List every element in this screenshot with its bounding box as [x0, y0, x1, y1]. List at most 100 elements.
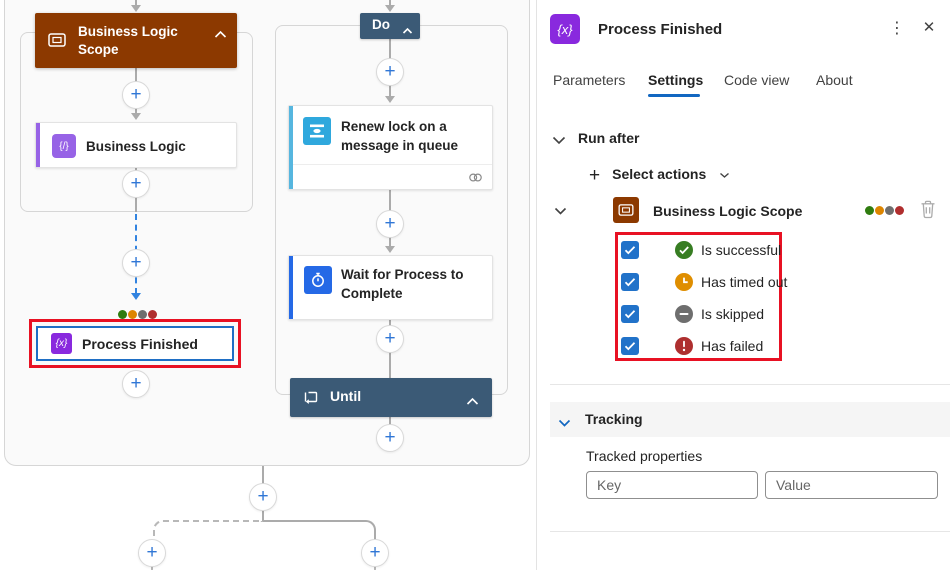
tracking-section-header[interactable]: Tracking — [550, 402, 950, 437]
tab-settings[interactable]: Settings — [648, 72, 704, 88]
chevron-down-icon[interactable] — [554, 203, 567, 221]
business-logic-title: Business Logic — [86, 139, 186, 154]
section-divider — [550, 384, 950, 385]
business-logic-scope-node[interactable]: Business Logic Scope — [35, 13, 237, 68]
insert-step-button[interactable]: + — [376, 58, 404, 86]
renew-lock-node[interactable]: Renew lock on a message in queue — [288, 105, 493, 190]
select-actions-dropdown[interactable]: +Select actions — [589, 165, 730, 187]
chevron-down-icon — [719, 172, 729, 178]
insert-step-button[interactable]: + — [122, 370, 150, 398]
annotation-highlight-box — [615, 232, 782, 361]
dot-skipped — [138, 310, 147, 319]
checkbox-has-failed[interactable] — [621, 337, 639, 360]
business-logic-icon: {/} — [52, 134, 76, 158]
timeout-clock-icon — [675, 273, 693, 296]
branch-connector-dashed — [153, 520, 263, 544]
delay-clock-icon — [304, 266, 332, 294]
tracked-properties-label: Tracked properties — [586, 448, 703, 464]
success-icon — [675, 241, 693, 264]
do-label: Do — [372, 17, 390, 32]
section-divider — [550, 531, 950, 532]
failed-icon — [675, 337, 693, 360]
delete-icon[interactable] — [919, 199, 937, 224]
connector-arrowhead — [131, 113, 141, 120]
business-logic-node[interactable]: {/} Business Logic — [35, 122, 237, 168]
status-label: Has timed out — [701, 274, 788, 290]
chevron-down-icon — [558, 415, 571, 433]
panel-title: Process Finished — [598, 21, 723, 38]
tab-code-view[interactable]: Code view — [724, 72, 790, 88]
wait-title: Wait for Process to Complete — [341, 267, 464, 301]
workflow-canvas: Business Logic Scope {/} Business Logic … — [4, 0, 537, 570]
chevron-up-icon[interactable] — [466, 393, 479, 411]
tracked-value-input[interactable] — [765, 471, 938, 499]
card-accent — [289, 106, 293, 189]
tracking-heading: Tracking — [585, 411, 643, 427]
chevron-down-icon[interactable] — [552, 132, 566, 150]
dot-failed — [148, 310, 157, 319]
branch-connector — [263, 520, 376, 544]
dot-success — [118, 310, 127, 319]
card-accent — [289, 256, 293, 319]
card-accent — [36, 123, 40, 167]
connector-line — [262, 511, 264, 522]
run-after-arrowhead — [131, 293, 141, 300]
insert-step-button[interactable]: + — [376, 325, 404, 353]
connector-line — [151, 567, 153, 570]
more-options-icon[interactable]: ⋮ — [889, 20, 905, 37]
run-after-action-name[interactable]: Business Logic Scope — [653, 203, 803, 219]
run-after-status-dots — [865, 206, 904, 215]
until-label: Until — [330, 388, 362, 404]
connector-line — [389, 0, 391, 6]
dot-failed — [895, 206, 904, 215]
service-bus-icon — [303, 117, 331, 145]
dot-success — [865, 206, 874, 215]
process-finished-title: Process Finished — [82, 336, 198, 352]
run-after-heading[interactable]: Run after — [578, 130, 640, 146]
connector-line — [374, 567, 376, 570]
tab-about[interactable]: About — [816, 72, 853, 88]
checkbox-is-skipped[interactable] — [621, 305, 639, 328]
process-finished-node[interactable]: {x} Process Finished — [36, 326, 234, 361]
annotation-highlight-box — [29, 319, 241, 368]
card-footer — [293, 164, 492, 189]
insert-step-button[interactable]: + — [122, 81, 150, 109]
insert-step-button[interactable]: + — [376, 424, 404, 452]
connector-arrowhead — [385, 5, 395, 12]
do-loop-header[interactable]: Do — [360, 13, 420, 39]
insert-step-button[interactable]: + — [122, 249, 150, 277]
checkbox-has-timed-out[interactable] — [621, 273, 639, 296]
variable-icon: {x} — [550, 14, 580, 44]
loop-icon — [303, 390, 319, 409]
tracked-key-input[interactable] — [586, 471, 758, 499]
dot-timedout — [128, 310, 137, 319]
chevron-up-icon[interactable] — [214, 26, 227, 44]
connector-arrowhead — [385, 96, 395, 103]
connector-arrowhead — [131, 5, 141, 12]
status-label: Has failed — [701, 338, 764, 354]
scope-icon — [48, 33, 66, 52]
renew-lock-title: Renew lock on a message in queue — [341, 119, 459, 153]
insert-step-button[interactable]: + — [122, 170, 150, 198]
insert-step-button[interactable]: + — [376, 210, 404, 238]
insert-step-button[interactable]: + — [249, 483, 277, 511]
insert-step-button[interactable]: + — [361, 539, 389, 567]
status-label: Is successful — [701, 242, 782, 258]
action-settings-panel: {x} Process Finished ⋮ ✕ Parameters Sett… — [537, 0, 950, 570]
dot-skipped — [885, 206, 894, 215]
checkbox-is-successful[interactable] — [621, 241, 639, 264]
wait-for-process-node[interactable]: Wait for Process to Complete — [288, 255, 493, 320]
active-tab-underline — [648, 94, 700, 97]
chevron-up-icon[interactable] — [402, 22, 413, 40]
connector-arrowhead — [385, 246, 395, 253]
until-loop-footer[interactable]: Until — [290, 378, 492, 417]
close-icon[interactable]: ✕ — [922, 19, 936, 36]
connector-line — [135, 0, 137, 6]
tab-parameters[interactable]: Parameters — [553, 72, 626, 88]
insert-step-button[interactable]: + — [138, 539, 166, 567]
run-after-status-dots — [118, 310, 157, 319]
connection-icon[interactable] — [468, 171, 483, 189]
select-actions-label: Select actions — [612, 166, 707, 182]
scope-title: Business Logic Scope — [78, 24, 178, 57]
